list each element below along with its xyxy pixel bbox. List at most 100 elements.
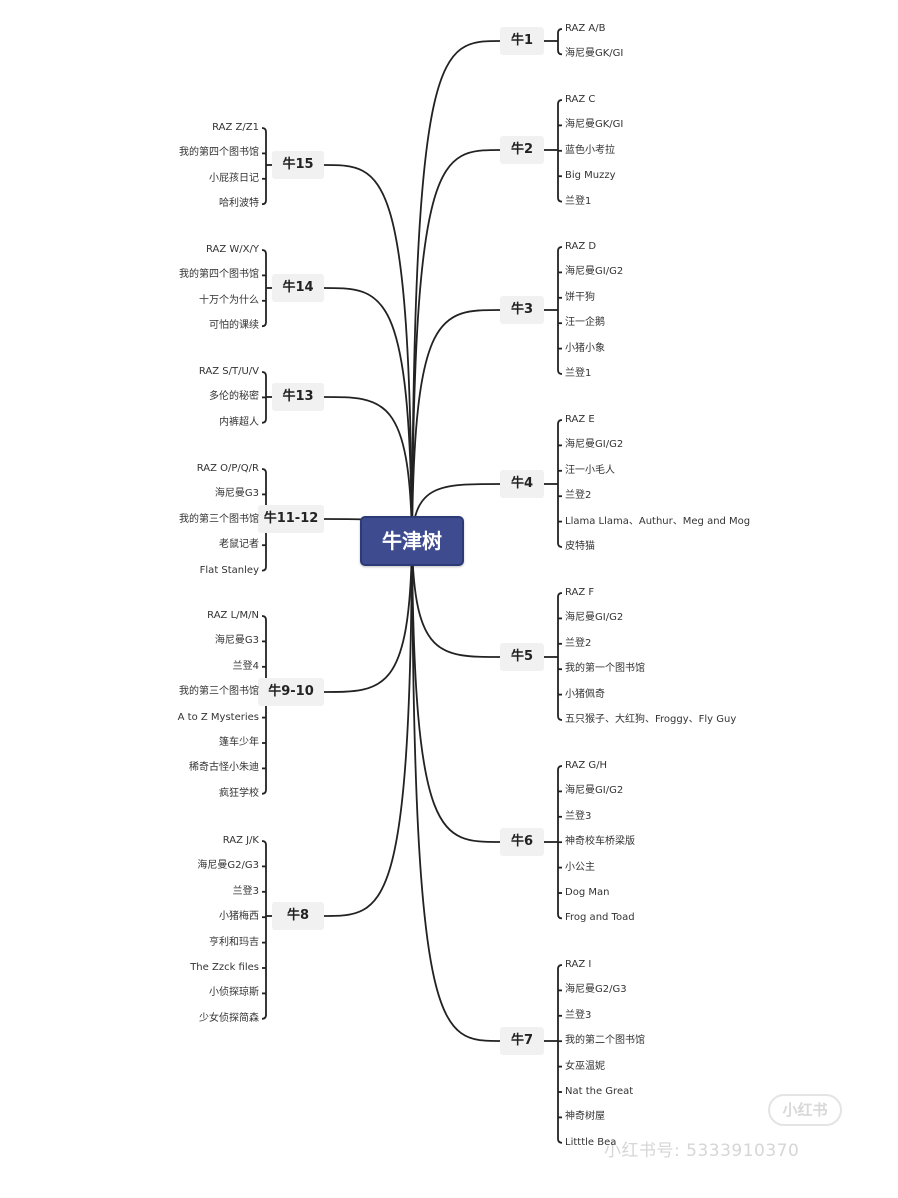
list-item: 多伦的秘密 (209, 391, 259, 403)
watermark-logo: 小红书 (768, 1094, 842, 1126)
list-item: Llama Llama、Authur、Meg and Mog (565, 515, 751, 527)
branch-connector (411, 309, 501, 542)
item-bracket (557, 246, 563, 375)
list-item: Litttle Bea (565, 1136, 617, 1148)
branch-node-4[interactable]: 牛4 (500, 470, 544, 498)
list-item: 少女侦探简森 (199, 1012, 259, 1024)
branch-node-left-5[interactable]: 牛9-10 (258, 678, 324, 706)
branch-node-left-2[interactable]: 牛14 (272, 274, 324, 302)
list-item: 可怕的课续 (209, 320, 259, 332)
branch-connector (323, 396, 413, 542)
list-item: 我的第二个图书馆 (565, 1035, 645, 1047)
list-item: 海尼曼GI/G2 (565, 785, 624, 797)
item-bracket (261, 249, 267, 328)
branch-node-left-6[interactable]: 牛8 (272, 902, 324, 930)
list-item: RAZ G/H (565, 760, 608, 771)
list-item: 汪一小毛人 (565, 464, 615, 476)
branch-node-5[interactable]: 牛5 (500, 643, 544, 671)
list-item: RAZ D (565, 241, 597, 252)
list-item: 内裤超人 (219, 416, 259, 428)
list-item: 稀奇古怪小朱迪 (189, 762, 259, 774)
list-item: 篷车少年 (219, 737, 259, 748)
list-item: The Zzck files (190, 962, 259, 973)
branch-node-1[interactable]: 牛1 (500, 27, 544, 55)
list-item: 亨利和玛吉 (209, 936, 259, 948)
branch-node-3[interactable]: 牛3 (500, 296, 544, 324)
branch-node-left-4[interactable]: 牛11-12 (258, 505, 324, 533)
branch-connector (323, 287, 413, 542)
item-bracket (557, 592, 563, 721)
list-item: 海尼曼GI/G2 (565, 266, 624, 278)
item-bracket (557, 28, 563, 56)
branch-connector (411, 540, 501, 658)
root-node[interactable]: 牛津树 (360, 516, 464, 566)
branch-connector (411, 540, 501, 843)
list-item: RAZ C (565, 94, 596, 105)
list-item: RAZ A/B (565, 23, 606, 34)
list-item: Big Muzzy (565, 170, 616, 182)
list-item: RAZ J/K (222, 835, 259, 846)
list-item: 海尼曼G3 (214, 488, 259, 500)
list-item: Dog Man (565, 887, 610, 898)
list-item: 我的第一个图书馆 (565, 663, 645, 675)
list-item: 哈利波特 (219, 198, 259, 210)
list-item: 蓝色小考拉 (565, 144, 615, 156)
list-item: Nat the Great (565, 1086, 634, 1097)
list-item: 海尼曼GK/GI (565, 48, 624, 60)
list-item: 汪一企鹅 (565, 317, 605, 329)
list-item: 海尼曼GI/G2 (565, 439, 624, 451)
list-item: 兰登3 (232, 885, 259, 897)
list-item: 海尼曼G2/G3 (197, 860, 259, 872)
list-item: 我的第四个图书馆 (179, 147, 259, 159)
branch-connector (411, 540, 501, 1042)
item-bracket (557, 964, 563, 1144)
list-item: 小公主 (565, 861, 595, 873)
list-item: 五只猴子、大红狗、Froggy、Fly Guy (565, 714, 737, 725)
item-bracket (261, 840, 267, 1020)
list-item: 海尼曼GK/GI (565, 119, 624, 131)
list-item: 老鼠记者 (219, 539, 259, 551)
list-item: 兰登2 (565, 490, 592, 502)
list-item: 饼干狗 (565, 291, 595, 303)
branch-node-6[interactable]: 牛6 (500, 828, 544, 856)
list-item: 女巫温妮 (565, 1060, 605, 1072)
list-item: RAZ W/X/Y (206, 244, 259, 255)
list-item: 小屁孩日记 (209, 172, 259, 184)
list-item: 神奇树屋 (565, 1111, 605, 1123)
list-item: RAZ O/P/Q/R (196, 463, 259, 474)
list-item: RAZ I (565, 959, 592, 970)
list-item: RAZ F (565, 587, 595, 598)
branch-connector (323, 540, 413, 917)
list-item: Flat Stanley (199, 564, 259, 576)
list-item: 神奇校车桥梁版 (565, 836, 635, 848)
list-item: 我的第三个图书馆 (179, 686, 259, 698)
list-item: 小猪梅西 (219, 911, 259, 923)
list-item: 海尼曼GI/G2 (565, 612, 624, 624)
list-item: RAZ E (565, 414, 595, 425)
branch-node-2[interactable]: 牛2 (500, 136, 544, 164)
list-item: 小猪小象 (565, 342, 605, 354)
list-item: 海尼曼G3 (214, 635, 259, 647)
list-item: 小侦探琼斯 (209, 987, 259, 999)
list-item: 疯狂学校 (219, 787, 259, 799)
branch-connector (411, 40, 501, 542)
watermark-text: 小红书号: 5333910370 (604, 1141, 800, 1161)
branch-node-left-1[interactable]: 牛15 (272, 151, 324, 179)
branch-connector (411, 149, 501, 542)
list-item: RAZ S/T/U/V (198, 366, 259, 377)
list-item: 皮特猫 (565, 541, 595, 552)
list-item: 海尼曼G2/G3 (565, 984, 627, 996)
branch-node-left-3[interactable]: 牛13 (272, 383, 324, 411)
branch-connector (323, 540, 413, 693)
list-item: 兰登1 (565, 368, 592, 379)
item-bracket (261, 127, 267, 206)
list-item: A to Z Mysteries (177, 711, 259, 723)
branch-connector (323, 164, 413, 542)
list-item: 兰登3 (565, 810, 592, 822)
branch-node-7[interactable]: 牛7 (500, 1027, 544, 1055)
list-item: 我的第三个图书馆 (179, 513, 259, 525)
list-item: 兰登4 (232, 660, 259, 672)
list-item: 兰登3 (565, 1009, 592, 1021)
